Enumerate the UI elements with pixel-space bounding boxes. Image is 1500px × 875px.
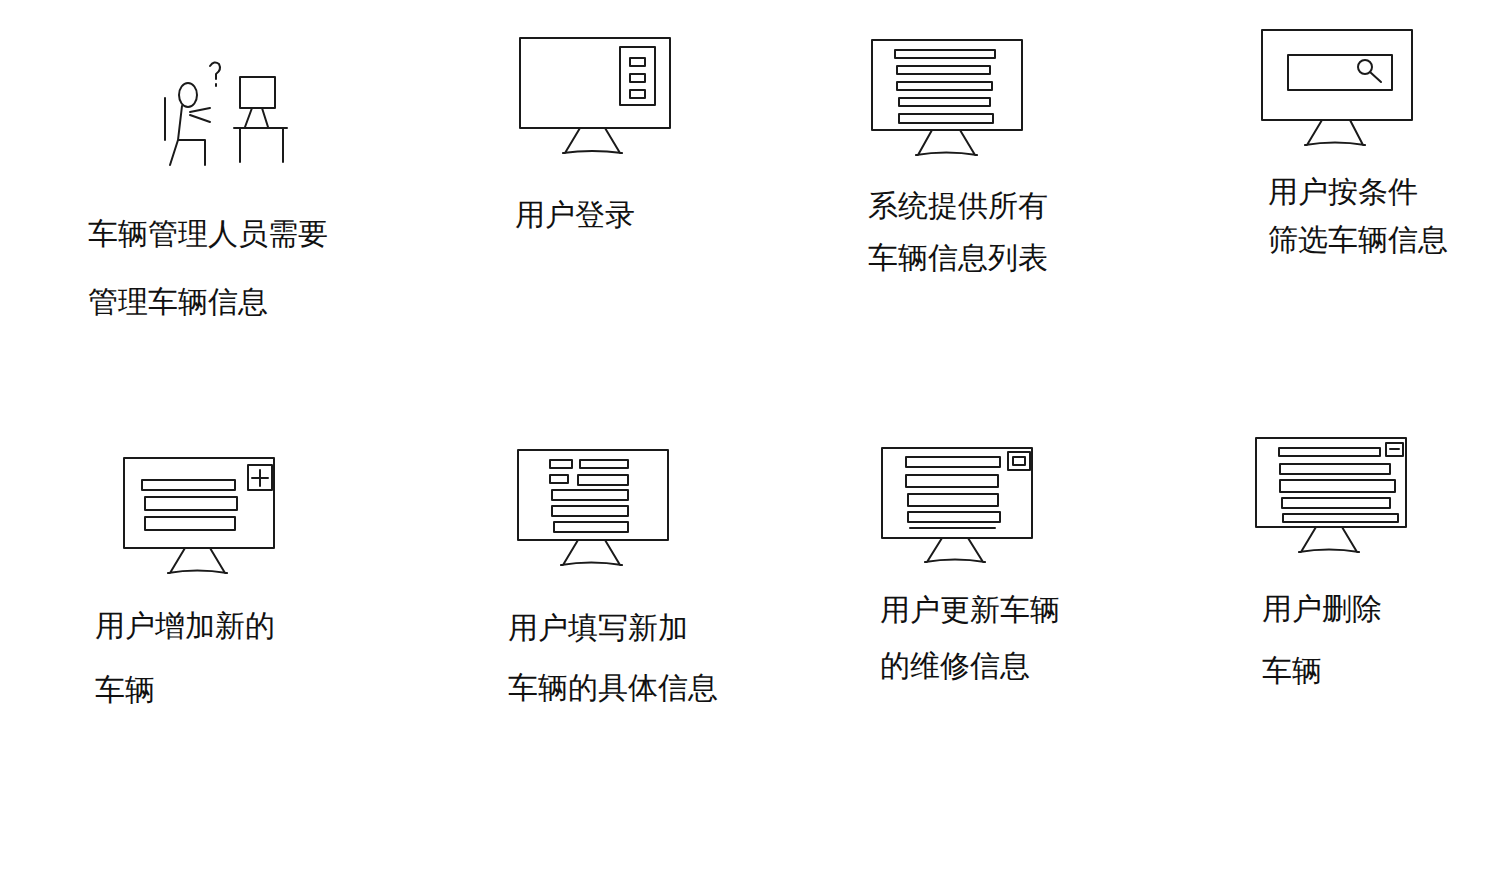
scene-caption: 用户删除 车辆 — [1262, 578, 1382, 702]
add-button — [248, 465, 272, 490]
form-monitor — [518, 450, 668, 565]
scene-caption: 用户增加新的 车辆 — [95, 594, 275, 722]
list-rows — [906, 457, 1000, 528]
search-monitor — [1262, 30, 1412, 145]
monitor-outline — [520, 38, 670, 153]
delete-button — [1386, 443, 1403, 456]
scene-caption: 用户填写新加 车辆的具体信息 — [508, 598, 718, 718]
person-head — [179, 83, 197, 107]
list-monitor — [872, 40, 1022, 155]
monitor-outline — [1262, 30, 1412, 145]
login-panel — [620, 47, 655, 105]
delete-monitor — [1256, 438, 1406, 552]
form-fields — [550, 460, 628, 532]
search-box — [1288, 55, 1392, 90]
list-rows — [895, 50, 995, 123]
person-figure — [165, 98, 210, 165]
scene-caption: 用户登录 — [515, 193, 635, 237]
manager-scene — [165, 62, 287, 165]
desk-computer — [234, 77, 287, 162]
login-monitor — [520, 38, 670, 153]
scene-caption: 用户更新车辆 的维修信息 — [880, 582, 1060, 694]
scene-caption: 车辆管理人员需要 管理车辆信息 — [88, 200, 328, 336]
monitor-outline — [518, 450, 668, 565]
scene-caption: 系统提供所有 车辆信息列表 — [868, 180, 1048, 284]
monitor-outline — [124, 458, 274, 573]
monitor-outline — [1256, 438, 1406, 552]
monitor-outline — [872, 40, 1022, 155]
list-rows — [1279, 448, 1398, 522]
add-monitor — [124, 458, 274, 573]
question-mark — [210, 62, 220, 86]
monitor-outline — [882, 448, 1032, 562]
list-rows — [142, 480, 237, 530]
scene-caption: 用户按条件 筛选车辆信息 — [1268, 168, 1448, 264]
edit-button — [1008, 452, 1030, 470]
update-monitor — [882, 448, 1032, 562]
magnifier-icon — [1358, 60, 1372, 74]
